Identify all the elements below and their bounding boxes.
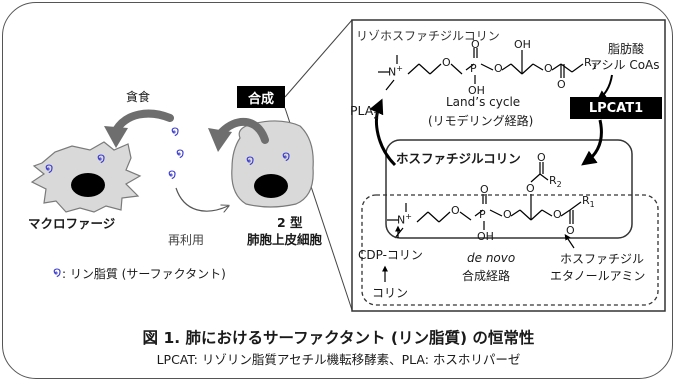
pc-o-sn2: O — [526, 182, 535, 195]
surfactant-icon: ໑ — [168, 167, 176, 182]
lpc-carbonyl-o: O — [557, 78, 566, 91]
figure-title: 図 1. 肺におけるサーファクタント (リン脂質) の恒常性 — [142, 329, 535, 347]
lpcat1-arrow — [581, 119, 603, 166]
lpc-p-oh: OH — [468, 84, 485, 97]
lpc-r1: R1 — [584, 56, 597, 72]
pla2-label: PLA2 — [350, 103, 380, 122]
detail-panel — [351, 19, 666, 312]
pc-n-atom: N+ — [397, 212, 412, 227]
surfactant-icon: ໑ — [45, 161, 53, 176]
lpc-oh: OH — [514, 38, 531, 51]
pc-box — [385, 139, 633, 239]
pla2-arrow — [369, 98, 397, 167]
lpc-label: リゾホスファチジルコリン — [356, 29, 500, 43]
pc-r1: R1 — [582, 194, 595, 210]
de-novo-path-label: 合成経路 — [462, 269, 511, 283]
synthesis-arrow-head — [208, 128, 232, 152]
cdp-choline-label: CDP-コリン — [358, 248, 423, 262]
lpc-p-atom: P — [470, 62, 477, 75]
surfactant-icon: ໑ — [97, 151, 105, 166]
macrophage-label: マクロファージ — [28, 216, 116, 231]
figure-subtitle: LPCAT: リゾリン脂質アセチル機転移酵素、PLA: ホスホリパーゼ — [156, 352, 521, 367]
lands-cycle-label: Land’s cycle — [446, 95, 521, 109]
surfactant-icon: ໑ — [176, 146, 184, 161]
pc-structure — [416, 162, 582, 230]
phagocytosis-label: 貪食 — [126, 90, 151, 104]
de-novo-label: de novo — [467, 251, 516, 265]
fatty-acid-line1: 脂肪酸 — [608, 42, 645, 56]
choline-label: コリン — [372, 286, 409, 300]
lpc-o-atom: O — [442, 56, 451, 69]
type2-label-line2: 肺胞上皮細胞 — [247, 232, 323, 247]
lpc-structure — [407, 48, 584, 84]
surfactant-icon: ໑ — [171, 124, 179, 139]
lpc-p-oxo: O — [471, 38, 480, 51]
lpc-n-atom: N+ — [388, 64, 403, 79]
recycling-arrow — [175, 187, 228, 211]
lpc-o-acyl: O — [544, 62, 553, 75]
macrophage-nucleus — [71, 173, 105, 197]
lpcat1-badge: LPCAT1 — [570, 97, 662, 119]
recycling-label: 再利用 — [168, 233, 205, 247]
pc-r2: R2 — [549, 174, 562, 190]
legend-text: : リン脂質 (サーファクタント) — [62, 267, 226, 281]
pc-p-oh: OH — [477, 230, 494, 243]
pc-p-oxo: O — [480, 183, 489, 196]
synthesis-badge: 合成 — [237, 86, 285, 108]
pe-arrow — [564, 234, 575, 249]
legend-surfactant-icon: ໑ — [53, 265, 61, 280]
phagocytosis-arrow-body — [111, 109, 174, 136]
pe-line2: エタノールアミン — [550, 269, 646, 283]
n-methyl-bonds — [378, 55, 407, 239]
remodeling-label: (リモデリング経路) — [428, 114, 534, 128]
surfactant-icon: ໑ — [246, 153, 254, 168]
pc-p-atom: P — [479, 208, 486, 221]
pc-sn2-carbonyl-o: O — [537, 151, 546, 164]
callout-line-top — [284, 19, 353, 98]
pc-o-acyl: O — [553, 208, 562, 221]
phagocytosis-arrow-head — [104, 126, 128, 148]
pc-label: ホスファチジルコリン — [396, 151, 521, 166]
surfactant-icon: ໑ — [282, 149, 290, 164]
type2-label-line1: 2 型 — [277, 215, 303, 230]
de-novo-box — [361, 194, 659, 306]
pe-line1: ホスファチジル — [560, 252, 645, 266]
synthesis-arrow-body — [216, 117, 269, 144]
type2-nucleus — [254, 174, 288, 198]
pc-carbonyl-o: O — [566, 224, 575, 237]
pc-o-atom: O — [451, 204, 460, 217]
fatty-acid-line2: アシル CoAs — [590, 58, 660, 72]
pc-o-ester: O — [503, 208, 512, 221]
lpc-o-ester: O — [494, 62, 503, 75]
